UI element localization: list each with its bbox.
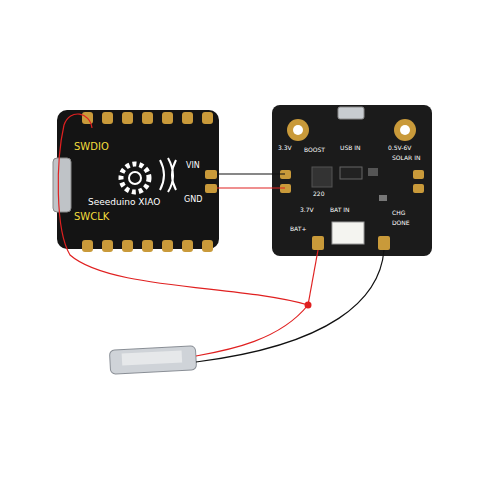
castellated-pad [142,112,153,124]
board-label: SWCLK [74,212,109,222]
pin-label: 220 [313,191,324,197]
pin-label: SOLAR IN [392,155,420,161]
micro-usb [338,107,364,119]
pin-label: 3.3V [278,145,292,151]
castellated-pad [202,112,213,124]
chip [312,167,332,187]
black-wire [196,250,384,362]
power-module [272,105,432,256]
castellated-pad [142,240,153,252]
pin-label: DONE [392,220,410,226]
castellated-pad [82,240,93,252]
pin-label: BAT IN [330,207,350,213]
castellated-pad [182,112,193,124]
lipo-battery [109,346,196,374]
castellated-pad [122,240,133,252]
castellated-pad [182,240,193,252]
board-label: GND [184,196,202,204]
usb-c-port [53,158,71,212]
castellated-pad [162,240,173,252]
castellated-pad [202,240,213,252]
junction-dot [305,302,312,309]
pin-label: USB IN [340,145,360,151]
black-wire [217,173,285,174]
pin-label: CHG [392,210,405,216]
pin-label: 3.7V [300,207,314,213]
board-label: SWDIO [74,142,109,152]
wing-logo [160,158,176,192]
board-label: VIN [186,162,200,170]
board-label: Seeeduino XIAO [88,198,160,207]
castellated-pad [122,112,133,124]
gear-logo [121,164,149,192]
castellated-pad [162,112,173,124]
red-wire [58,114,308,305]
castellated-pad [102,240,113,252]
pin-label: BAT+ [290,226,306,232]
xiao-board [57,110,219,249]
jst-connector [332,222,364,244]
pin-label: BOOST [304,147,325,153]
castellated-pad [102,112,113,124]
pin-label: 0.5V-6V [388,145,411,151]
inductor [340,167,362,179]
